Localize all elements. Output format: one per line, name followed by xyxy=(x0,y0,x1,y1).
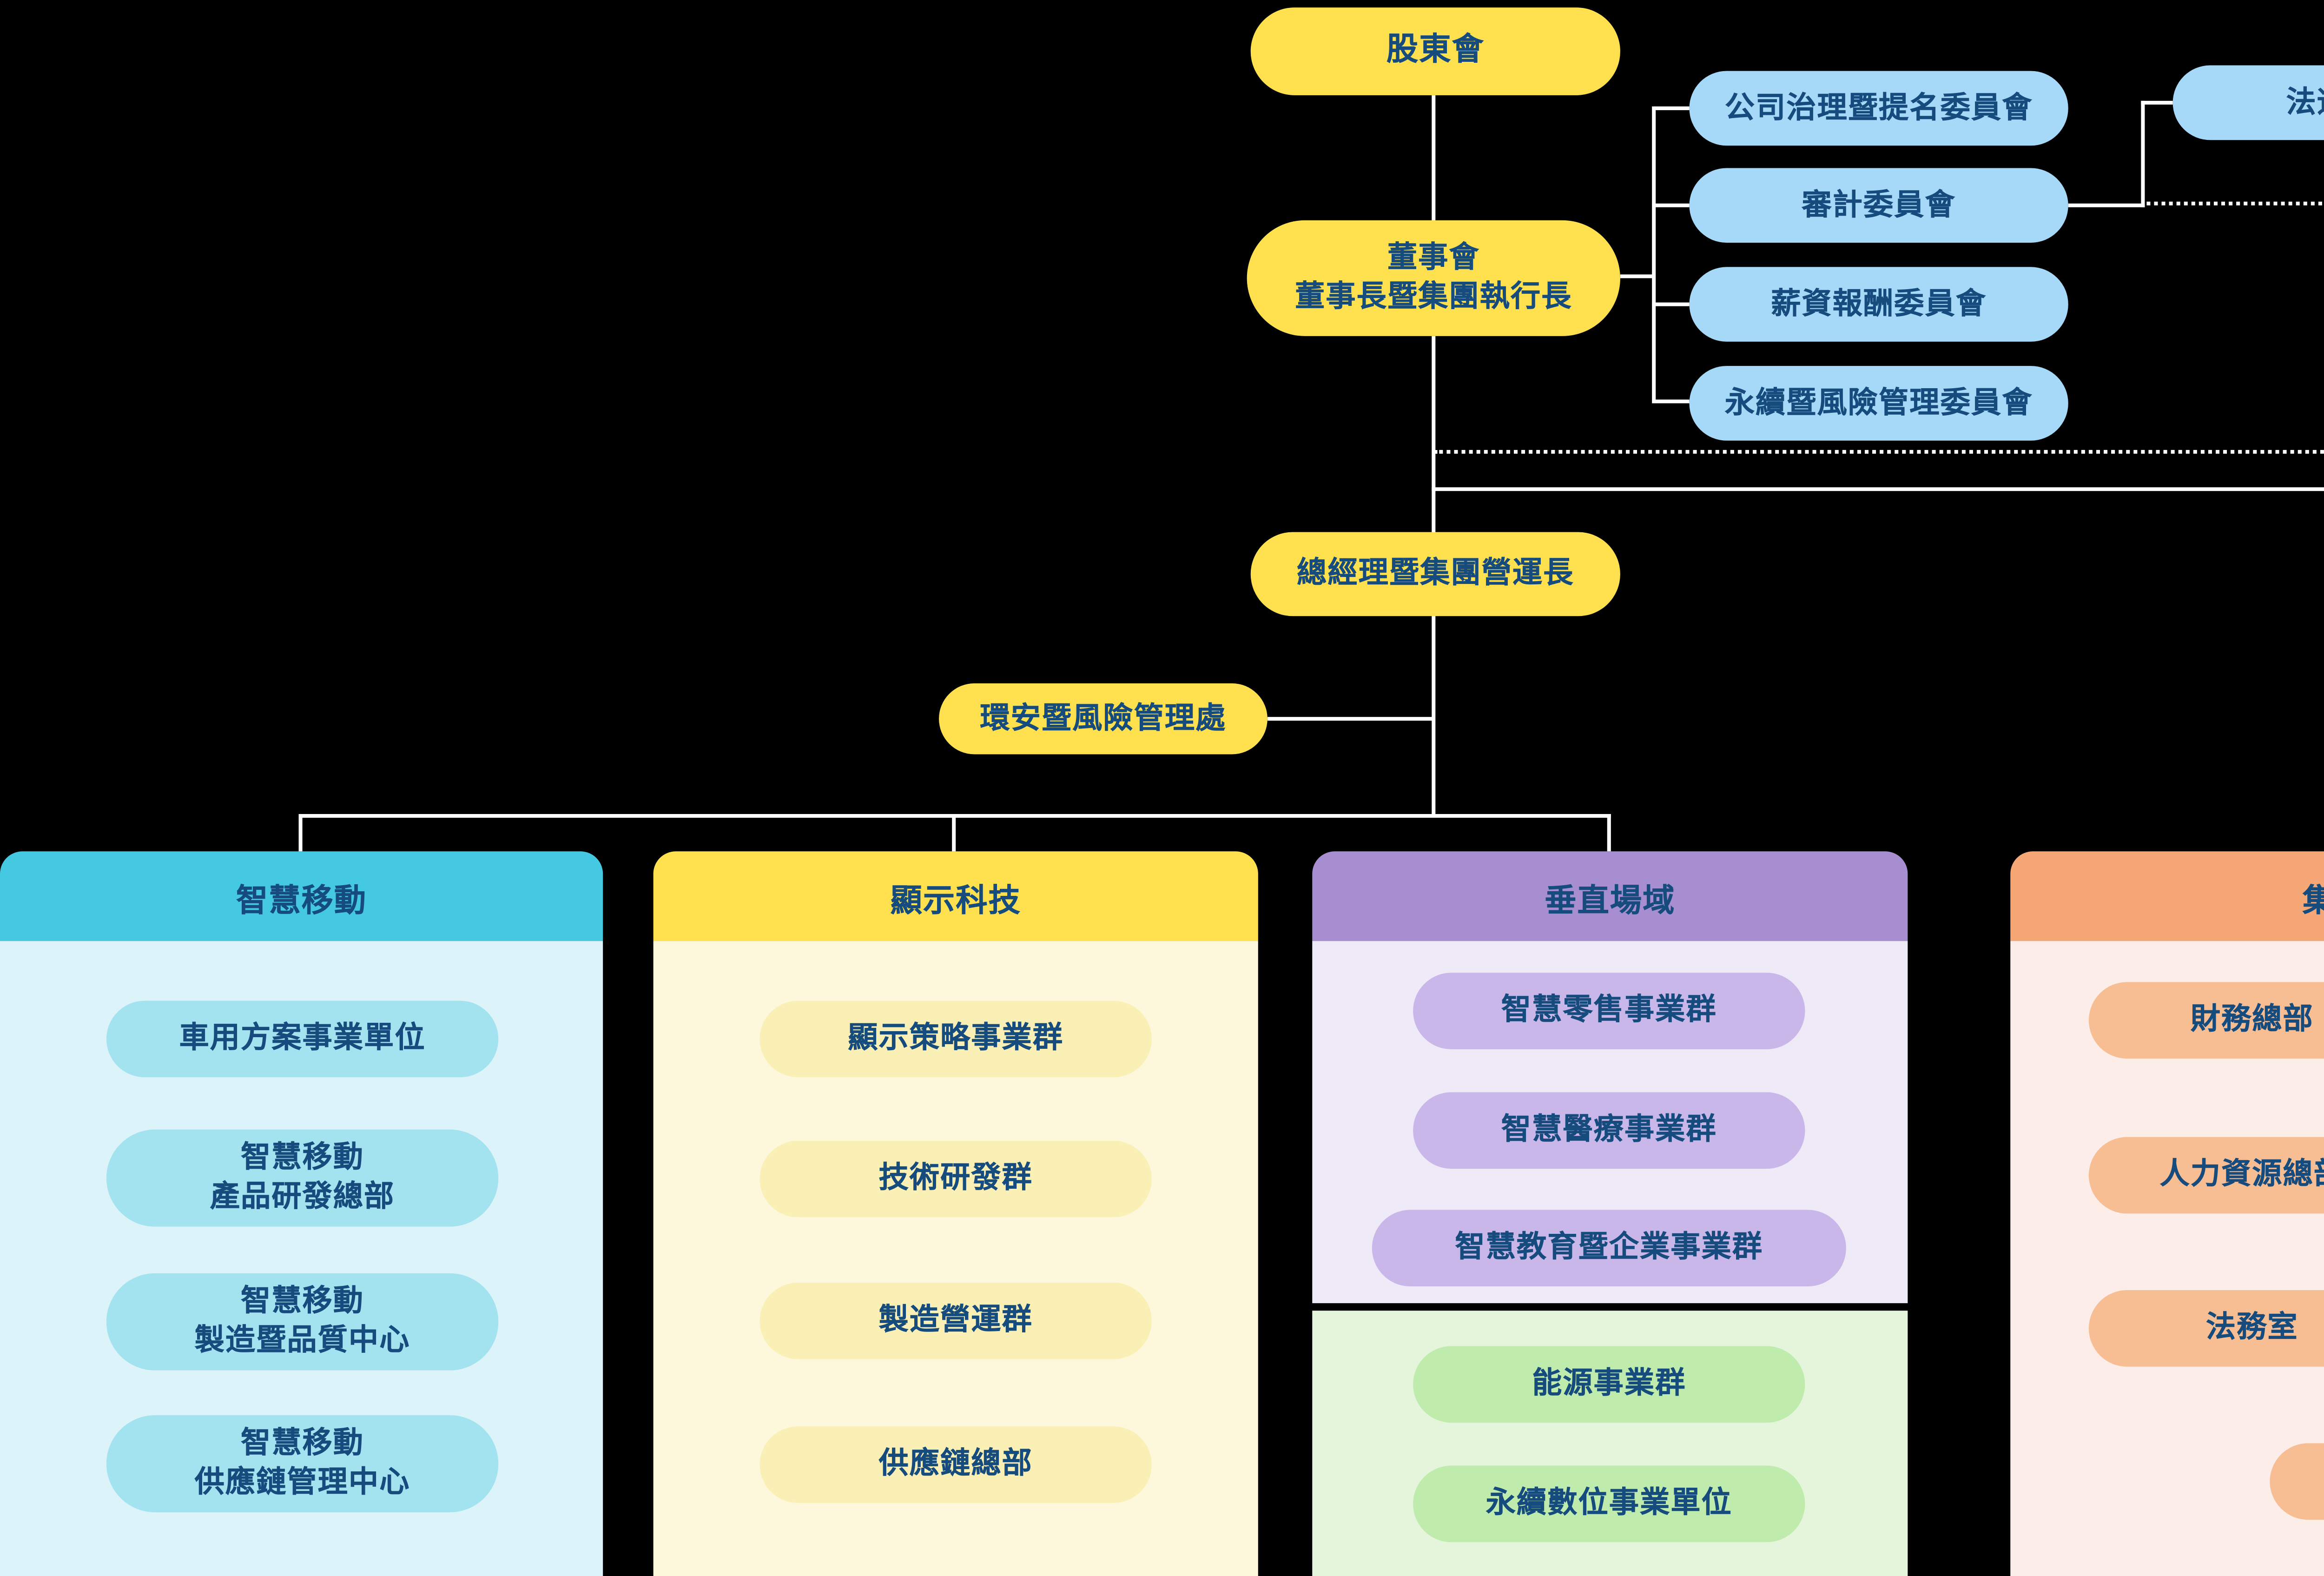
org-item: 顯示策略事業群 xyxy=(759,1000,1152,1078)
connector-line xyxy=(300,814,1611,818)
ehs-risk-management-node: 環安暨風險管理處 xyxy=(939,683,1268,755)
committee-compensation-node: 薪資報酬委員會 xyxy=(1689,267,2068,342)
column-header-vertical-domains: 垂直場域 xyxy=(1312,851,1908,941)
column-header-group-support: 集團營運支援單位 xyxy=(2010,851,2324,941)
connector-line xyxy=(1654,399,1690,404)
connector-line xyxy=(298,814,303,852)
org-item: 智慧教育暨企業事業群 xyxy=(1372,1210,1846,1287)
connector-line xyxy=(2141,100,2173,105)
org-item: 財務總部 xyxy=(2088,982,2324,1059)
committee-governance-nomination-node: 公司治理暨提名委員會 xyxy=(1689,71,2068,146)
org-item: 智慧移動 產品研發總部 xyxy=(106,1129,499,1227)
org-item: 永續數位事業單位 xyxy=(1413,1465,1805,1543)
org-item: 製造營運群 xyxy=(759,1282,1152,1359)
connector-line xyxy=(2068,203,2145,207)
board-of-directors-node: 董事會 董事長暨集團執行長 xyxy=(1247,220,1620,336)
column-header-smart-mobility: 智慧移動 xyxy=(0,851,603,941)
org-item: 智慧醫療事業群 xyxy=(1413,1092,1805,1169)
connector-line xyxy=(1652,106,1656,404)
org-item: 技術研發群 xyxy=(759,1140,1152,1218)
org-item: 智慧零售事業群 xyxy=(1413,973,1805,1049)
connector-line xyxy=(952,814,956,852)
connector-line xyxy=(1432,95,1436,220)
org-item: 法務室 xyxy=(2088,1290,2324,1367)
org-item: 能源事業群 xyxy=(1413,1346,1805,1423)
connector-line xyxy=(2141,100,2145,207)
connector-dotted xyxy=(2146,201,2324,205)
org-item: 車用方案事業單位 xyxy=(106,1000,499,1078)
connector-line xyxy=(1654,203,1690,207)
connector-line xyxy=(1620,274,1654,278)
shareholders-meeting-node: 股東會 xyxy=(1250,7,1620,95)
connector-line xyxy=(1432,487,2324,491)
org-item: 智慧移動 製造暨品質中心 xyxy=(106,1273,499,1371)
committee-audit-node: 審計委員會 xyxy=(1689,168,2068,243)
president-coo-node: 總經理暨集團營運長 xyxy=(1250,532,1620,616)
column-header-display-tech: 顯示科技 xyxy=(653,851,1258,941)
connector-line xyxy=(1654,302,1690,306)
org-item: 智慧移動 供應鏈管理中心 xyxy=(106,1415,499,1512)
connector-line xyxy=(1654,106,1690,110)
connector-line xyxy=(1607,814,1611,852)
chief-compliance-advisor-node: 法遵總顧問 xyxy=(2172,65,2324,140)
connector-dotted xyxy=(1433,450,2324,454)
org-item: 人力資源總部 xyxy=(2088,1137,2324,1214)
connector-line xyxy=(1267,717,1434,721)
org-item: 供應鏈總部 xyxy=(759,1426,1152,1503)
committee-sustainability-risk-node: 永續暨風險管理委員會 xyxy=(1689,366,2068,441)
